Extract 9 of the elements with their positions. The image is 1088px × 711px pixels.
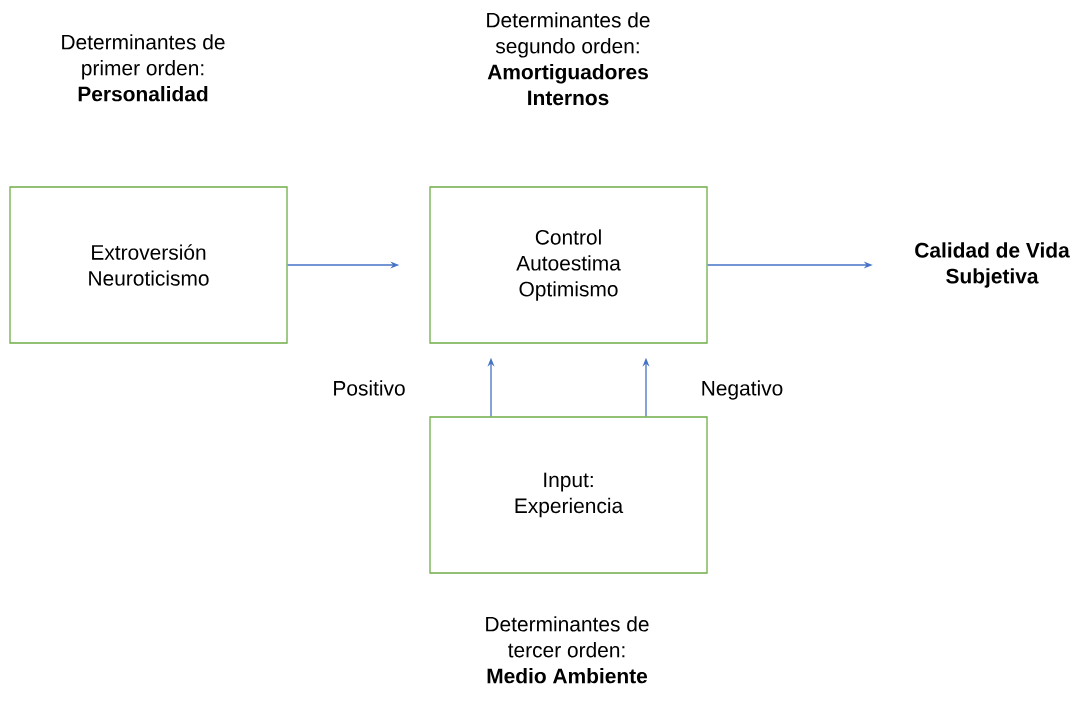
heading: Determinantes de segundo orden: Amortiguadores Internos — [487, 12, 650, 106]
process-box: Control Autoestima Optimismo — [429, 186, 708, 344]
heading: Determinantes de tercer orden: Medio Ambiente — [486, 616, 649, 684]
outcome-text: Calidad de Vida Subjetiva — [915, 242, 1070, 288]
process-box: Input: Experiencia — [429, 416, 708, 574]
edge-label: Negativo — [699, 379, 785, 401]
heading: Determinantes de primer orden: Personalidad — [62, 34, 225, 102]
process-box: Extroversión Neuroticismo — [9, 186, 288, 344]
edge-label: Positivo — [331, 379, 407, 397]
